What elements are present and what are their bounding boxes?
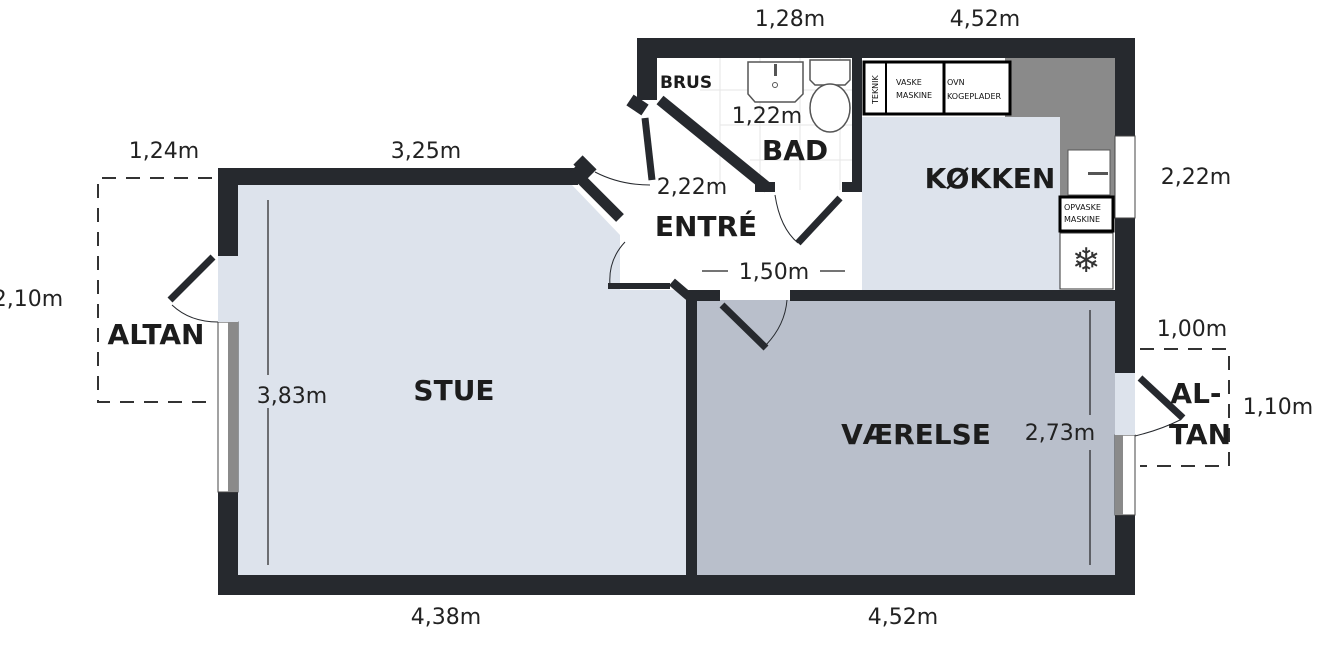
teknik-label: TEKNIK <box>871 74 880 105</box>
dim-altan-right-width: 1,00m <box>1157 317 1227 342</box>
dim-top-bad: 1,28m <box>755 7 825 32</box>
dim-altan-right-height: 1,10m <box>1243 395 1313 420</box>
kitchen-appliances: TEKNIK VASKE MASKINE OVN KOGEPLADER OPVA… <box>862 60 1115 290</box>
dim-altan-left-width: 1,24m <box>129 139 199 164</box>
window-kitchen[interactable] <box>1114 135 1136 219</box>
stue-floor <box>238 185 686 575</box>
dim-stue-height: 3,83m <box>257 384 327 409</box>
altan-right-outline <box>1140 348 1230 467</box>
dim-altan-left-height: 2,10m <box>0 287 63 312</box>
kitchen-counter-top <box>1005 58 1115 117</box>
room-koekken: KØKKEN <box>925 162 1056 195</box>
door-altan-left[interactable] <box>167 254 216 303</box>
room-entre: ENTRÉ <box>655 209 757 243</box>
ovn-label-1: OVN <box>947 78 965 87</box>
dim-stue-top: 3,25m <box>391 139 461 164</box>
opvask-label-1: OPVASKE <box>1064 203 1101 212</box>
room-altan-right-1: AL- <box>1170 377 1221 410</box>
opvask-label-2: MASKINE <box>1064 215 1100 224</box>
dim-bad-width: 1,22m <box>732 104 802 129</box>
vaskemaskine-label-1: VASKE <box>896 78 922 87</box>
koekken-floor <box>862 117 1060 290</box>
altan-left-outline <box>97 177 212 403</box>
freezer <box>1059 232 1114 290</box>
doors <box>167 117 1186 437</box>
entre-floor <box>620 190 855 290</box>
sink-icon <box>747 61 804 103</box>
door-vaerelse[interactable] <box>719 302 769 351</box>
dim-stue-bottom: 4,38m <box>411 605 481 630</box>
dim-vaerelse-bottom: 4,52m <box>868 605 938 630</box>
opening-stue-altan <box>218 256 238 322</box>
room-bad: BAD <box>762 134 828 167</box>
room-stue: STUE <box>413 374 494 407</box>
dim-vaerelse-height: 2,73m <box>1025 421 1095 446</box>
snowflake-icon: ❄ <box>1072 241 1101 281</box>
door-bad[interactable] <box>795 195 843 246</box>
vaskemaskine-label-2: MASKINE <box>896 91 932 100</box>
room-altan-left: ALTAN <box>108 318 205 351</box>
dim-entre-height: 2,22m <box>657 175 727 200</box>
room-brus: BRUS <box>660 73 712 93</box>
dim-entre-width: 1,50m <box>739 260 809 285</box>
dim-koekken-right: 2,22m <box>1161 165 1231 190</box>
room-vaerelse: VÆRELSE <box>841 418 991 451</box>
door-entrance[interactable] <box>641 117 656 181</box>
door-altan-right[interactable] <box>1137 375 1186 421</box>
room-altan-right-2: TAN <box>1169 418 1231 451</box>
opening-vaerelse-altan <box>1115 373 1135 435</box>
ovn-label-2: KOGEPLADER <box>947 92 1002 101</box>
dim-top-koekken: 4,52m <box>950 7 1020 32</box>
toilet-icon <box>809 59 851 86</box>
